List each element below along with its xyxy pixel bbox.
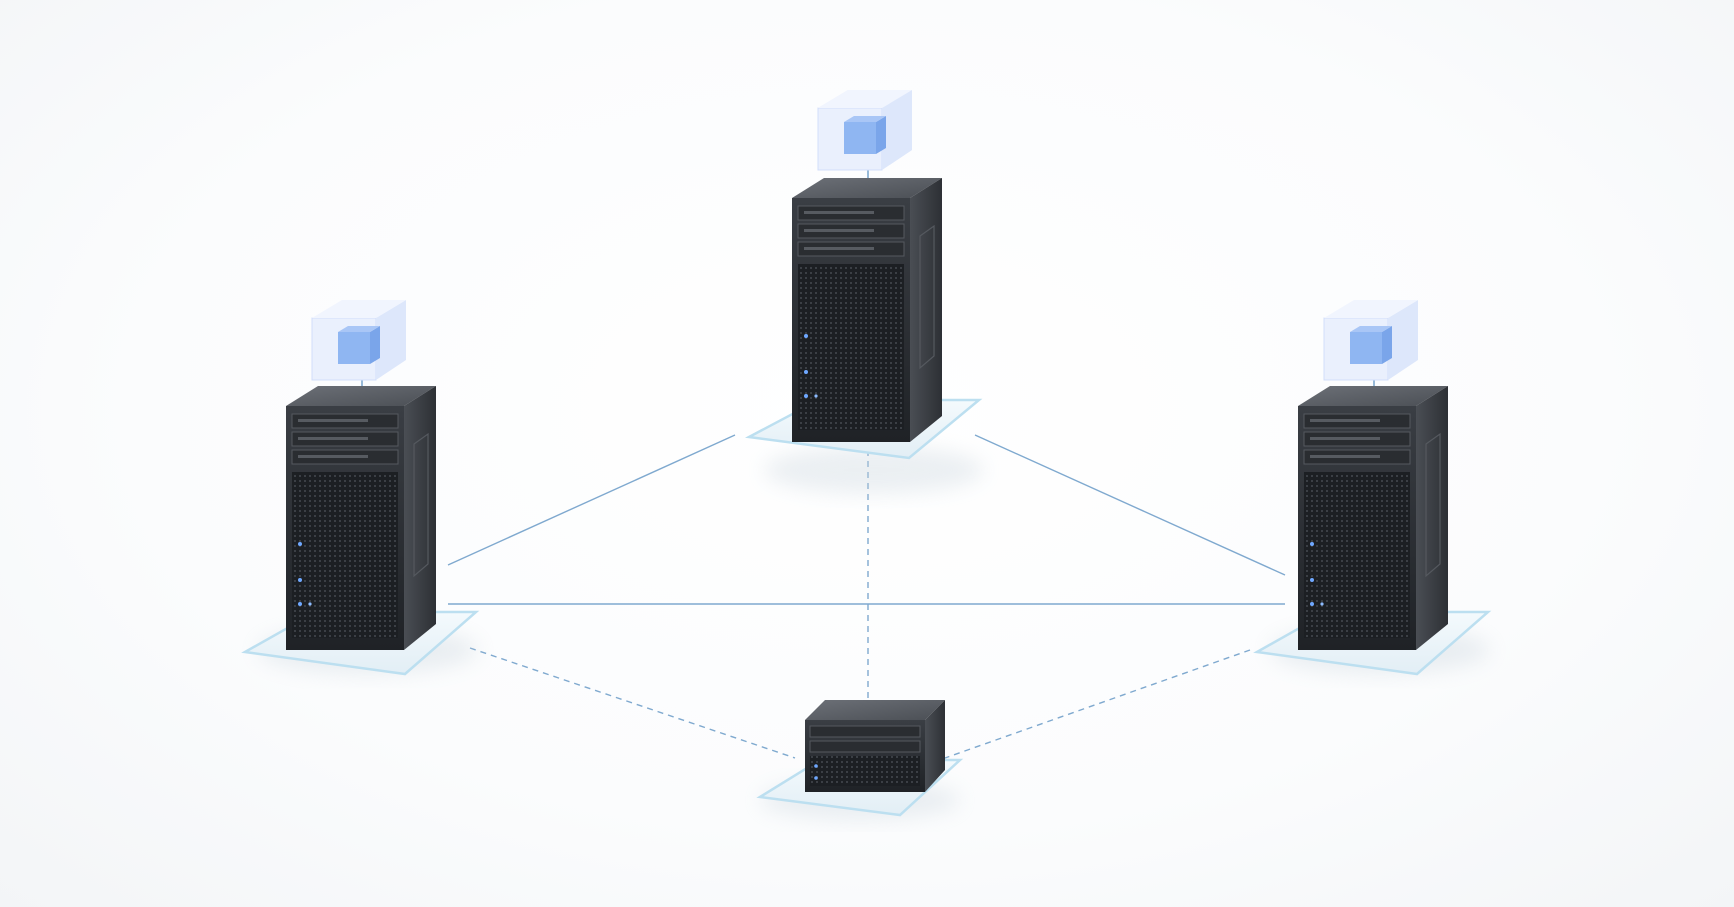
server-top-cube [817,90,912,228]
server-right-cube [1323,300,1418,438]
server-right-tower [1251,385,1587,733]
server-bottom-box [805,700,945,792]
server-left-cube [311,300,406,438]
server-left [239,300,575,733]
server-left-tower [239,385,575,733]
link-left-bottom [469,647,796,759]
link-top-right [974,434,1286,576]
server-top [744,90,1081,525]
network-links [447,434,1286,759]
server-right [1251,300,1587,733]
server-bottom [756,700,964,820]
link-left-top [447,434,736,566]
link-right-bottom [944,649,1251,759]
